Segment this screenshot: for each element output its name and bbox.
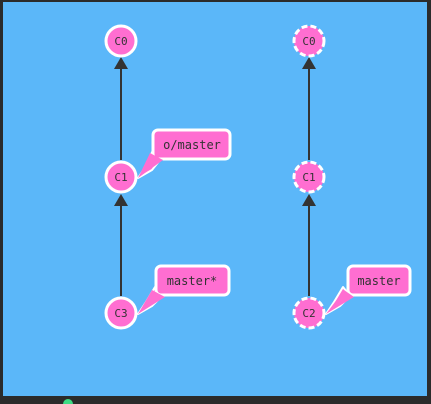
commit-node[interactable] (104, 24, 138, 58)
branch-tag[interactable] (151, 128, 232, 161)
commit-node[interactable] (292, 160, 326, 194)
commit-node[interactable] (104, 160, 138, 194)
commit-label: C1 (114, 171, 127, 184)
commit-label: C0 (114, 35, 127, 48)
commit-c0[interactable]: C0 (104, 24, 138, 58)
branch-master-local[interactable]: master* (137, 264, 231, 315)
commit-c2-remote[interactable]: C2 (292, 296, 326, 330)
branch-pointer-fill (326, 290, 354, 314)
commit-c0-remote[interactable]: C0 (292, 24, 326, 58)
branch-label: master (357, 274, 400, 288)
arrowhead-c1 (302, 194, 316, 206)
branch-label: o/master (163, 138, 221, 152)
commit-label: C1 (302, 171, 315, 184)
branch-tag[interactable] (346, 264, 412, 297)
commit-node[interactable] (292, 24, 326, 58)
branch-pointer-fill (138, 153, 163, 178)
commit-node[interactable] (104, 296, 138, 330)
canvas-background (3, 2, 427, 396)
branch-pointer-fill (138, 290, 165, 314)
commit-label: C0 (302, 35, 315, 48)
arrowhead-c0 (114, 57, 128, 69)
branch-remote-master[interactable]: o/master (137, 128, 232, 179)
branch-master-remote[interactable]: master (325, 264, 412, 315)
branch-tag[interactable] (154, 264, 231, 297)
commit-c1[interactable]: C1 (104, 160, 138, 194)
arrowhead-c0 (302, 57, 316, 69)
arrowhead-c1 (114, 194, 128, 206)
commit-node[interactable] (292, 296, 326, 330)
commit-label: C3 (114, 307, 127, 320)
commit-label: C2 (302, 307, 315, 320)
commit-c1-remote[interactable]: C1 (292, 160, 326, 194)
local-repo: C0 C1 C3 o/master master* (104, 24, 232, 330)
branch-label: master* (167, 274, 218, 288)
remote-repo: C0 C1 C2 master (292, 24, 412, 330)
status-indicator-icon (63, 399, 73, 404)
commit-c3[interactable]: C3 (104, 296, 138, 330)
